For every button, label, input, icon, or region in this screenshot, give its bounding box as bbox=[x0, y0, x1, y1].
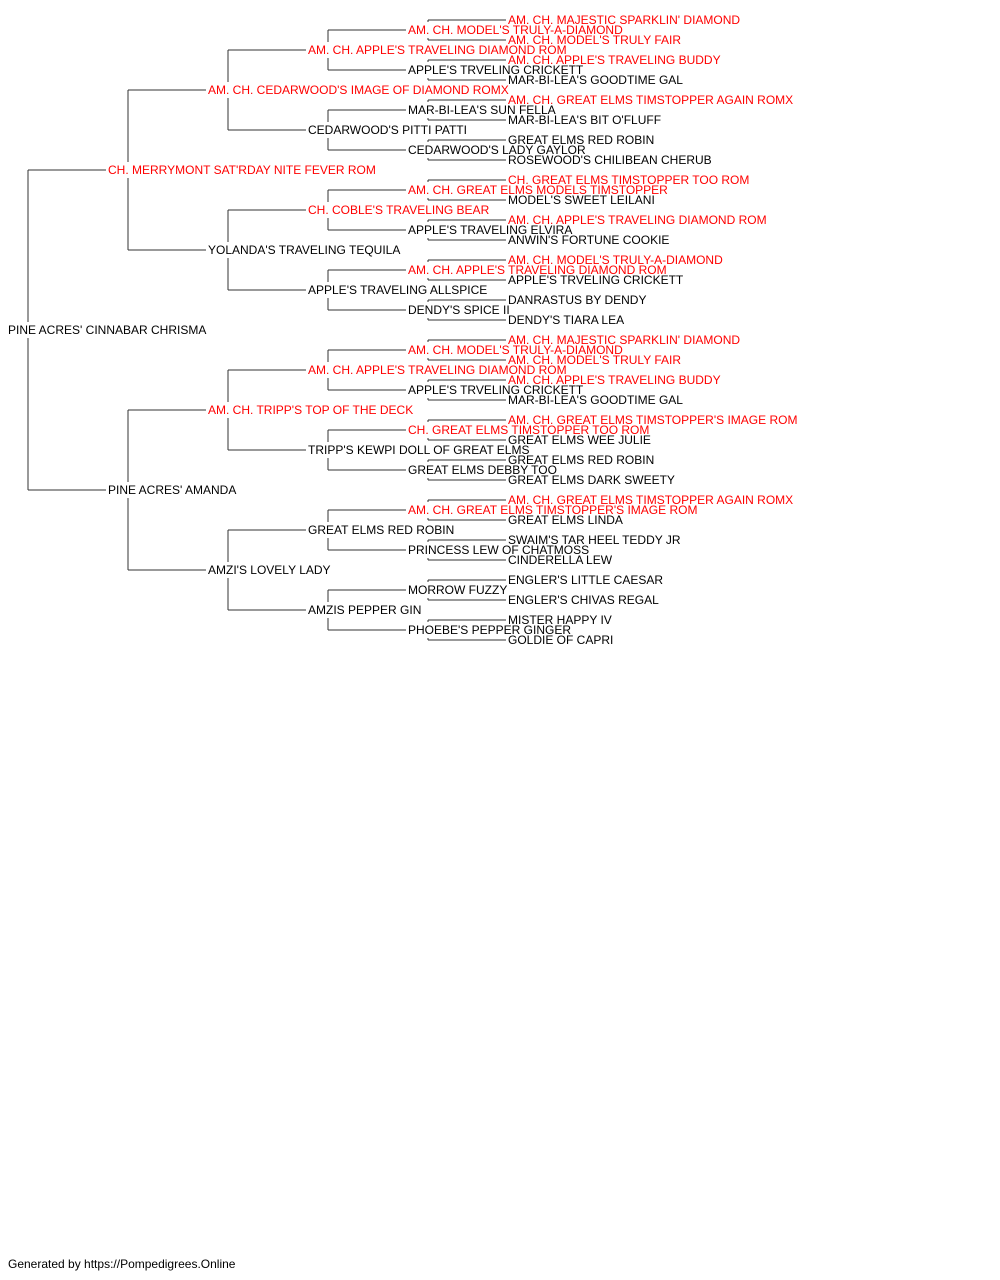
pedigree-node-gen5: GREAT ELMS WEE JULIE bbox=[508, 433, 651, 447]
pedigree-node-gen5: GREAT ELMS RED ROBIN bbox=[508, 453, 654, 467]
pedigree-node-gen4: APPLE'S TRAVELING ELVIRA bbox=[408, 223, 572, 237]
pedigree-node-gen5: MAR-BI-LEA'S GOODTIME GAL bbox=[508, 393, 683, 407]
pedigree-node-gen5: MISTER HAPPY IV bbox=[508, 613, 612, 627]
pedigree-node-gen3: TRIPP'S KEWPI DOLL OF GREAT ELMS bbox=[308, 443, 529, 457]
pedigree-node-gen4: PRINCESS LEW OF CHATMOSS bbox=[408, 543, 589, 557]
pedigree-node-gen4: AM. CH. GREAT ELMS MODELS TIMSTOPPER bbox=[408, 183, 668, 197]
pedigree-node-gen5: AM. CH. APPLE'S TRAVELING DIAMOND ROM bbox=[508, 213, 767, 227]
pedigree-node-gen5: GOLDIE OF CAPRI bbox=[508, 633, 613, 647]
pedigree-node-gen3: AMZIS PEPPER GIN bbox=[308, 603, 421, 617]
pedigree-node-gen1: PINE ACRES' AMANDA bbox=[108, 483, 236, 497]
pedigree-node-gen5: ENGLER'S CHIVAS REGAL bbox=[508, 593, 659, 607]
pedigree-node-gen4: MAR-BI-LEA'S SUN FELLA bbox=[408, 103, 556, 117]
pedigree-labels: PINE ACRES' CINNABAR CHRISMA CH. MERRYMON… bbox=[8, 13, 797, 647]
pedigree-node-gen5: CH. GREAT ELMS TIMSTOPPER TOO ROM bbox=[508, 173, 749, 187]
pedigree-node-gen1: CH. MERRYMONT SAT'RDAY NITE FEVER ROM bbox=[108, 163, 376, 177]
pedigree-node-gen5: GREAT ELMS RED ROBIN bbox=[508, 133, 654, 147]
pedigree-node-gen5: MAR-BI-LEA'S BIT O'FLUFF bbox=[508, 113, 661, 127]
pedigree-node-gen5: ANWIN'S FORTUNE COOKIE bbox=[508, 233, 669, 247]
pedigree-node-gen5: AM. CH. GREAT ELMS TIMSTOPPER AGAIN ROMX bbox=[508, 493, 793, 507]
pedigree-node-gen5: AM. CH. APPLE'S TRAVELING BUDDY bbox=[508, 53, 721, 67]
pedigree-node-gen5: APPLE'S TRVELING CRICKETT bbox=[508, 273, 684, 287]
pedigree-node-gen4: APPLE'S TRVELING CRICKETT bbox=[408, 63, 584, 77]
pedigree-node-gen5: GREAT ELMS LINDA bbox=[508, 513, 623, 527]
pedigree-node-gen3: AM. CH. APPLE'S TRAVELING DIAMOND ROM bbox=[308, 363, 567, 377]
pedigree-node-gen5: AM. CH. APPLE'S TRAVELING BUDDY bbox=[508, 373, 721, 387]
pedigree-node-gen4: MORROW FUZZY bbox=[408, 583, 507, 597]
pedigree-node-gen2: YOLANDA'S TRAVELING TEQUILA bbox=[208, 243, 400, 257]
pedigree-node-gen5: CINDERELLA LEW bbox=[508, 553, 613, 567]
pedigree-node-gen5: AM. CH. MODEL'S TRULY-A-DIAMOND bbox=[508, 253, 723, 267]
pedigree-connectors bbox=[27, 19, 506, 641]
pedigree-node-gen2: AM. CH. TRIPP'S TOP OF THE DECK bbox=[208, 403, 413, 417]
pedigree-node-gen4: PHOEBE'S PEPPER GINGER bbox=[408, 623, 571, 637]
pedigree-node-gen4: AM. CH. MODEL'S TRULY-A-DIAMOND bbox=[408, 343, 623, 357]
pedigree-node-gen4: APPLE'S TRVELING CRICKETT bbox=[408, 383, 584, 397]
pedigree-node-gen4: AM. CH. APPLE'S TRAVELING DIAMOND ROM bbox=[408, 263, 667, 277]
pedigree-node-gen3: APPLE'S TRAVELING ALLSPICE bbox=[308, 283, 487, 297]
pedigree-node-gen5: MODEL'S SWEET LEILANI bbox=[508, 193, 655, 207]
pedigree-node-gen5: AM. CH. MODEL'S TRULY FAIR bbox=[508, 353, 681, 367]
pedigree-node-gen5: AM. CH. MODEL'S TRULY FAIR bbox=[508, 33, 681, 47]
pedigree-node-gen4: CEDARWOOD'S LADY GAYLOR bbox=[408, 143, 586, 157]
pedigree-node-gen5: AM. CH. GREAT ELMS TIMSTOPPER AGAIN ROMX bbox=[508, 93, 793, 107]
pedigree-node-gen2: AMZI'S LOVELY LADY bbox=[208, 563, 331, 577]
pedigree-node-gen5: AM. CH. MAJESTIC SPARKLIN' DIAMOND bbox=[508, 333, 740, 347]
footer-credit: Generated by https://Pompedigrees.Online bbox=[8, 1257, 236, 1271]
pedigree-node-gen5: DANRASTUS BY DENDY bbox=[508, 293, 646, 307]
pedigree-node-gen5: ENGLER'S LITTLE CAESAR bbox=[508, 573, 663, 587]
pedigree-node-gen5: ROSEWOOD'S CHILIBEAN CHERUB bbox=[508, 153, 712, 167]
pedigree-node-gen4: AM. CH. MODEL'S TRULY-A-DIAMOND bbox=[408, 23, 623, 37]
pedigree-node-gen4: AM. CH. GREAT ELMS TIMSTOPPER'S IMAGE RO… bbox=[408, 503, 697, 517]
pedigree-node-gen3: CH. COBLE'S TRAVELING BEAR bbox=[308, 203, 490, 217]
pedigree-node-gen3: GREAT ELMS RED ROBIN bbox=[308, 523, 454, 537]
pedigree-node-gen5: AM. CH. MAJESTIC SPARKLIN' DIAMOND bbox=[508, 13, 740, 27]
pedigree-node-gen3: CEDARWOOD'S PITTI PATTI bbox=[308, 123, 467, 137]
pedigree-node-gen5: SWAIM'S TAR HEEL TEDDY JR bbox=[508, 533, 681, 547]
pedigree-node-gen3: AM. CH. APPLE'S TRAVELING DIAMOND ROM bbox=[308, 43, 567, 57]
pedigree-node-gen5: MAR-BI-LEA'S GOODTIME GAL bbox=[508, 73, 683, 87]
pedigree-node-gen0: PINE ACRES' CINNABAR CHRISMA bbox=[8, 323, 206, 337]
pedigree-node-gen5: DENDY'S TIARA LEA bbox=[508, 313, 624, 327]
pedigree-node-gen4: GREAT ELMS DEBBY TOO bbox=[408, 463, 557, 477]
pedigree-node-gen2: AM. CH. CEDARWOOD'S IMAGE OF DIAMOND ROM… bbox=[208, 83, 509, 97]
pedigree-node-gen5: GREAT ELMS DARK SWEETY bbox=[508, 473, 675, 487]
pedigree-node-gen4: CH. GREAT ELMS TIMSTOPPER TOO ROM bbox=[408, 423, 649, 437]
pedigree-node-gen4: DENDY'S SPICE II bbox=[408, 303, 510, 317]
pedigree-node-gen5: AM. CH. GREAT ELMS TIMSTOPPER'S IMAGE RO… bbox=[508, 413, 797, 427]
